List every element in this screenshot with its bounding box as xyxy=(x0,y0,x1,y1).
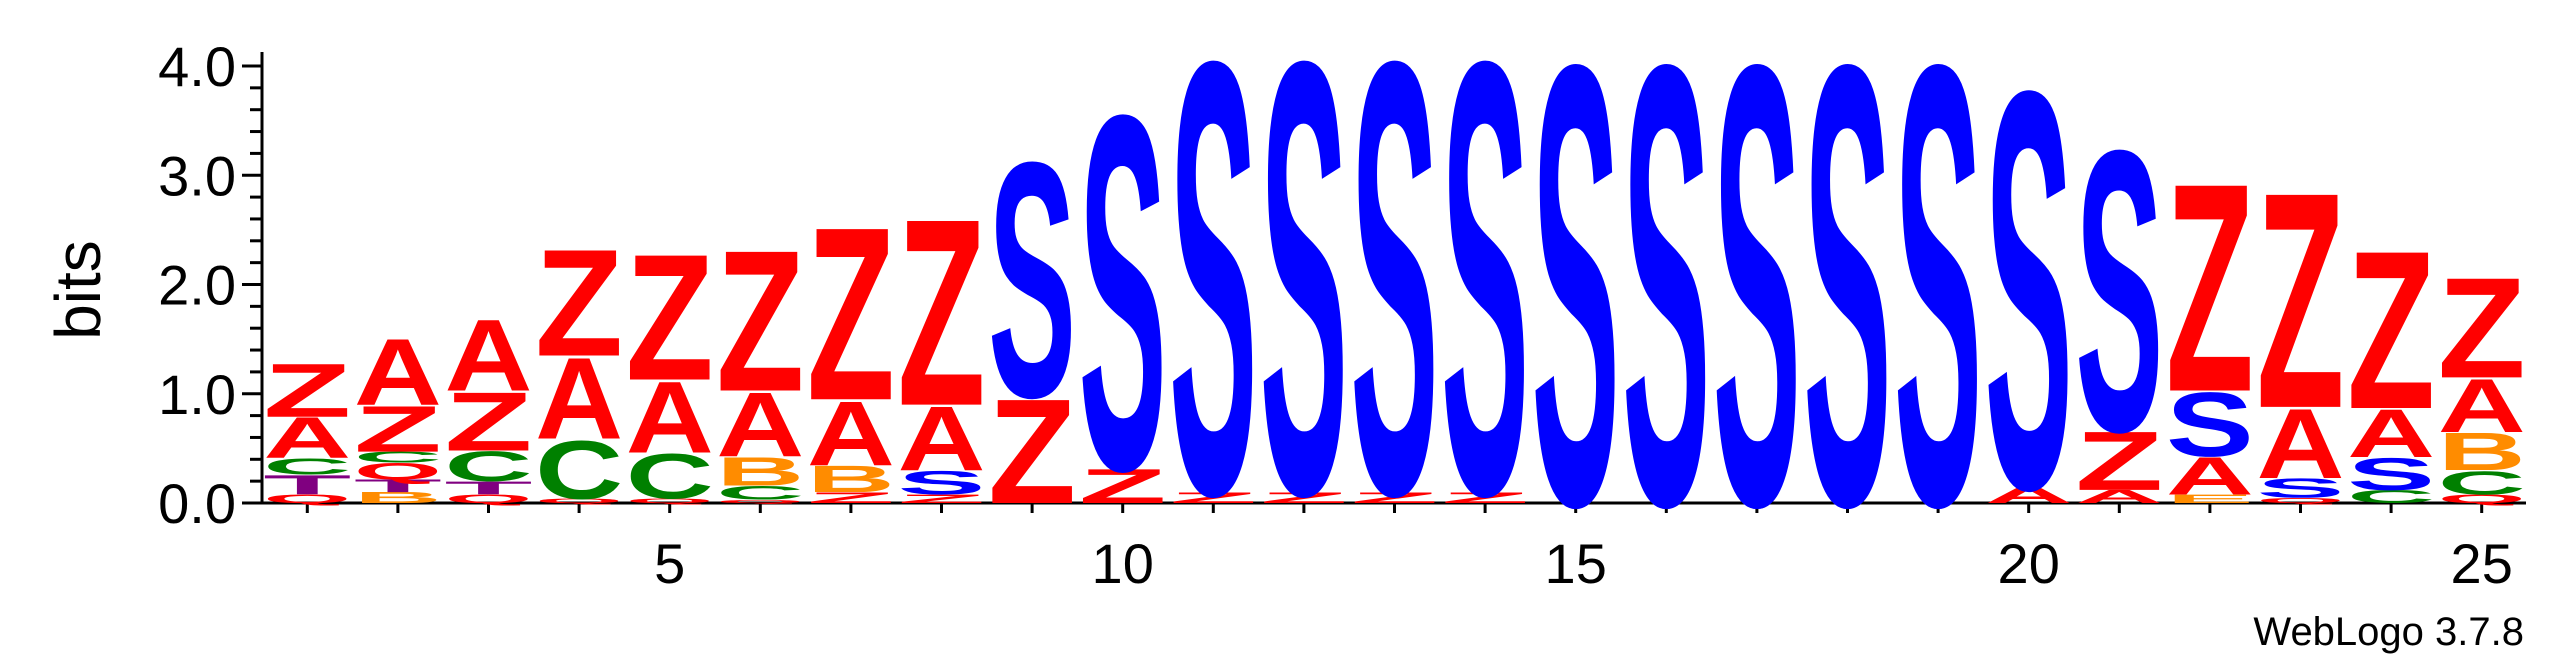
logo-letter-t: T xyxy=(263,469,351,500)
logo-letter-t: T xyxy=(445,478,533,499)
logo-letter-s: S xyxy=(1804,0,1892,637)
logo-letter-z: Z xyxy=(1079,459,1167,513)
x-tick-label: 15 xyxy=(1545,532,1607,595)
logo-letter-s: S xyxy=(1894,0,1982,637)
logo-letter-e: E xyxy=(2166,492,2254,506)
logo-letter-s: S xyxy=(1622,0,1710,637)
logo-letter-z: Z xyxy=(2438,249,2526,409)
logo-letter-c: C xyxy=(2438,464,2526,502)
logo-letter-a: A xyxy=(716,373,804,476)
logo-letter-a: A xyxy=(445,298,533,413)
logo-letter-z: Z xyxy=(2075,414,2163,508)
logo-letter-s: S xyxy=(988,93,1076,468)
x-axis: 5 10 15 20 25 xyxy=(262,501,2526,595)
logo-letter-c: C xyxy=(535,423,623,517)
logo-letter-s: S xyxy=(898,464,986,501)
logo-letter-a: A xyxy=(2257,388,2345,500)
logo-letter-a: A xyxy=(2438,363,2526,449)
logo-letter-a: A xyxy=(898,387,986,490)
logo-letter-z: Z xyxy=(445,374,533,468)
logo-letter-z: Z xyxy=(2166,121,2254,454)
logo-letter-s: S xyxy=(1532,0,1620,637)
y-axis: 0.0 1.0 2.0 3.0 4.0 xyxy=(158,35,264,535)
logo-letter-q: Q xyxy=(2438,492,2526,506)
logo-letter-b: B xyxy=(2438,422,2526,482)
logo-letter-s: S xyxy=(1169,0,1257,623)
logo-letter-s: S xyxy=(1713,0,1801,637)
logo-letter-z: Z xyxy=(263,349,351,434)
y-tick-label: 0.0 xyxy=(158,472,236,535)
logo-letter-q: Q xyxy=(354,458,442,484)
x-tick-label: 25 xyxy=(2451,532,2513,595)
logo-letter-c: C xyxy=(263,454,351,480)
logo-letter-z: Z xyxy=(1441,489,1529,506)
logo-letter-a: A xyxy=(2075,487,2163,507)
logo-letter-z: Z xyxy=(2347,205,2435,457)
logo-letter-z: Z xyxy=(1260,489,1348,506)
logo-letter-a: A xyxy=(263,407,351,471)
x-tick-label: 5 xyxy=(654,532,685,595)
logo-letter-s: S xyxy=(1441,0,1529,623)
logo-letter-a: A xyxy=(807,382,895,485)
logo-letter-s: S xyxy=(2347,449,2435,500)
logo-letter-c: C xyxy=(354,449,442,466)
logo-letter-s: S xyxy=(1260,0,1348,623)
logo-letter-z: Z xyxy=(898,492,986,506)
logo-letter-q: Q xyxy=(716,499,804,504)
logo-letter-s: S xyxy=(1351,0,1439,623)
logo-letter-b: B xyxy=(716,449,804,495)
logo-letter-z: Z xyxy=(1169,489,1257,506)
logo-letter-z: Z xyxy=(807,489,895,506)
logo-letter-z: Z xyxy=(535,219,623,389)
logo-letter-c: C xyxy=(2347,487,2435,507)
logo-letter-a: A xyxy=(626,360,714,475)
logo-letter-z: Z xyxy=(807,176,895,452)
y-axis-label: bits xyxy=(42,240,114,340)
logo-letter-a: A xyxy=(2166,446,2254,506)
y-tick-label: 2.0 xyxy=(158,254,236,317)
logo-letter-s: S xyxy=(1985,0,2073,608)
logo-letter-s: S xyxy=(2075,68,2163,515)
logo-letter-c: C xyxy=(716,482,804,504)
x-tick-label: 10 xyxy=(1092,532,1154,595)
logo-letter-z: Z xyxy=(626,216,714,418)
logo-letter-q: Q xyxy=(445,492,533,506)
logo-letter-q: Q xyxy=(535,497,623,504)
logo-letter-c: C xyxy=(445,443,533,491)
logo-letter-z: Z xyxy=(988,369,1076,536)
logo-letter-a: A xyxy=(2347,395,2435,472)
footer-credit: WebLogo 3.7.8 xyxy=(2253,610,2524,654)
x-tick-label: 20 xyxy=(1998,532,2060,595)
logo-letter-a: A xyxy=(1985,482,2073,508)
logo-letter-z: Z xyxy=(2257,128,2345,473)
logo-letter-q: Q xyxy=(263,492,351,506)
y-tick-label: 3.0 xyxy=(158,144,236,207)
logo-letter-a: A xyxy=(535,334,623,464)
logo-letter-s: S xyxy=(1079,11,1167,576)
logo-letter-s: S xyxy=(2257,473,2345,504)
y-tick-label: 4.0 xyxy=(158,35,236,98)
logo-letter-z: Z xyxy=(898,164,986,461)
logo-letter-s: S xyxy=(2166,374,2254,476)
logo-letter-b: B xyxy=(807,458,895,501)
logo-letter-z: Z xyxy=(354,392,442,465)
logo-letter-z: Z xyxy=(716,209,804,434)
logo-letter-c: C xyxy=(626,441,714,513)
logo-letter-q: Q xyxy=(626,497,714,504)
logo-letter-b: B xyxy=(354,489,442,506)
logo-letter-t: T xyxy=(354,475,442,496)
logo-letter-z: Z xyxy=(1351,489,1439,506)
logo-letter-q: Q xyxy=(2257,496,2345,505)
logo-letter-a: A xyxy=(354,320,442,426)
y-tick-label: 1.0 xyxy=(158,363,236,426)
